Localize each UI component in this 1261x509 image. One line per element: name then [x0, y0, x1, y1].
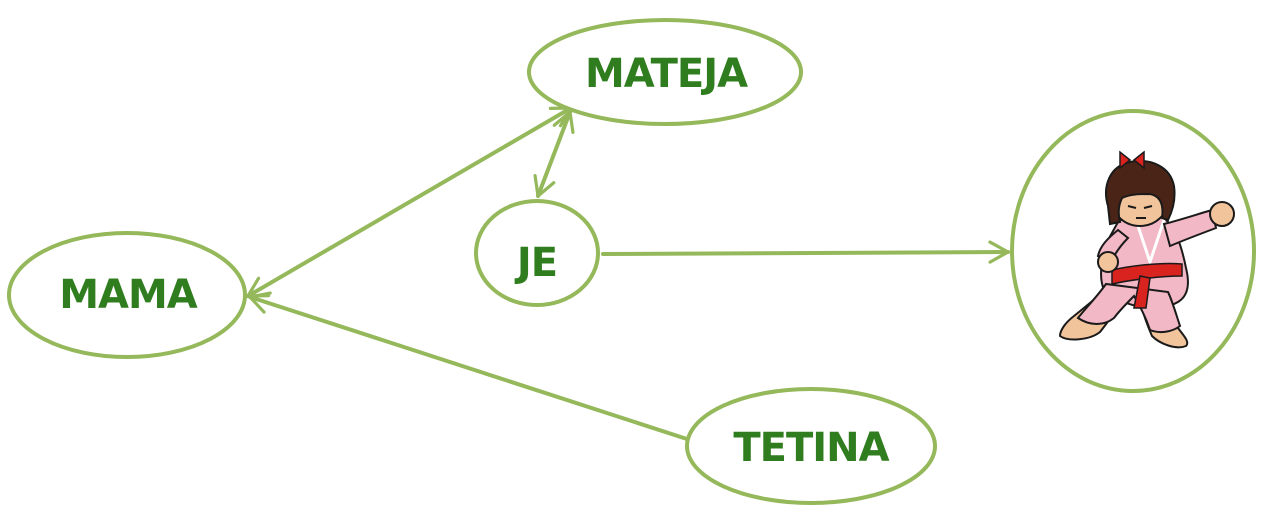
node-label-je: JE: [514, 240, 557, 286]
node-label-mama: MAMA: [59, 272, 198, 318]
node-label-tetina: TETINA: [733, 425, 889, 471]
node-tetina: [685, 387, 937, 505]
node-mateja: [527, 18, 803, 126]
edge-mateja-je: [533, 110, 575, 198]
belt-tail: [1133, 275, 1151, 309]
node-je: [474, 199, 600, 307]
guard-fist: [1097, 251, 1119, 273]
extended-arm: [1162, 208, 1218, 248]
eyebrows: [1127, 205, 1153, 209]
hair: [1105, 160, 1176, 226]
extended-fist: [1209, 201, 1235, 227]
edge-je-picture: [601, 240, 1010, 264]
edge-mama-mateja: [246, 106, 573, 298]
kimono-trousers: [1076, 282, 1182, 334]
kimono-lapel: [1134, 219, 1166, 267]
edge-tetina-mama: [248, 291, 692, 442]
karate-girl-image: [1058, 150, 1235, 349]
kimono-belt: [1111, 262, 1183, 285]
node-label-mateja: MATEJA: [585, 51, 748, 97]
hair-bow: [1119, 150, 1145, 170]
node-mama: [7, 231, 247, 359]
